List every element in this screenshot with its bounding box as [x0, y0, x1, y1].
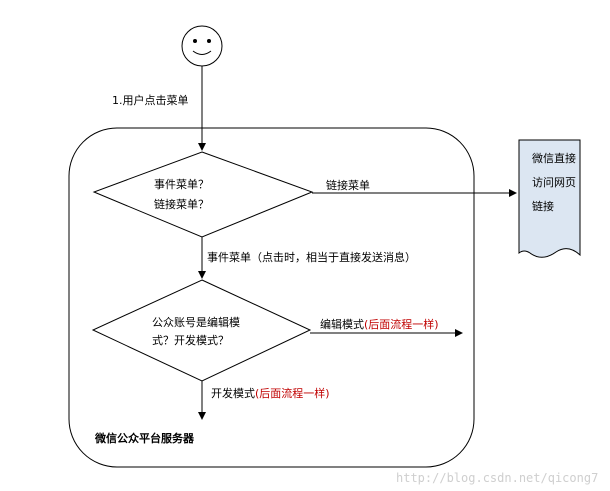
decision1-line2: 链接菜单？	[154, 197, 209, 211]
server-container	[68, 127, 475, 468]
edit-mode-text: 编辑模式(后面流程一样)	[320, 317, 439, 331]
dev-mode-note: (后面流程一样)	[255, 386, 330, 400]
edit-mode-label: 编辑模式	[320, 317, 364, 331]
dev-mode-label: 开发模式	[211, 386, 255, 400]
decision-menu-type	[92, 151, 314, 238]
document-line3: 链接	[532, 199, 554, 213]
document-webpage-link	[518, 139, 581, 258]
decision2-line1: 公众账号是编辑模	[152, 315, 240, 329]
step1-label: 1.用户点击菜单	[112, 93, 189, 107]
edit-mode-note: (后面流程一样)	[364, 317, 439, 331]
watermark: http://blog.csdn.net/qicong7	[396, 471, 598, 485]
dev-mode-text: 开发模式(后面流程一样)	[211, 386, 330, 400]
decision2-line2: 式？开发模式？	[152, 333, 229, 347]
document-line2: 访问网页	[532, 176, 576, 189]
link-menu-label: 链接菜单	[326, 178, 370, 192]
document-line1: 微信直接	[532, 151, 576, 165]
decision-account-mode	[91, 279, 312, 382]
smiley-face-icon	[181, 25, 223, 67]
event-menu-label: 事件菜单（点击时，相当于直接发送消息）	[207, 250, 416, 264]
decision1-line1: 事件菜单？	[154, 178, 209, 191]
server-label: 微信公众平台服务器	[94, 431, 195, 445]
